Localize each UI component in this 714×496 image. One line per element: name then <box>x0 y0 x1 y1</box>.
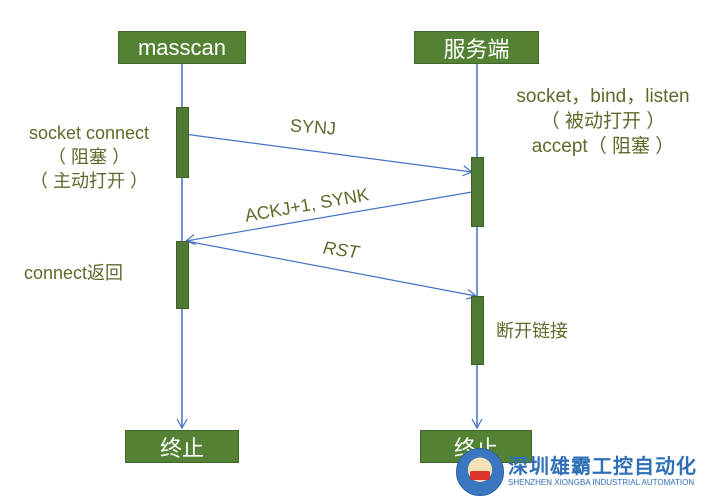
message-label-rst: RST <box>321 237 361 263</box>
client-activation-return <box>176 241 189 309</box>
server-activation-accept <box>471 157 484 227</box>
note-client-return: connect返回 <box>24 263 124 283</box>
message-arrow-syn <box>183 133 474 177</box>
participant-client: masscan <box>118 31 246 64</box>
note-client-connect: socket connect （ 阻塞 ） （ 主动打开 ） <box>6 121 172 193</box>
terminator-client: 终止 <box>125 430 239 463</box>
note-line: （ 阻塞 ） <box>47 147 130 167</box>
client-activation-connect <box>176 107 189 178</box>
participant-server: 服务端 <box>414 31 539 64</box>
note-line: （ 主动打开 ） <box>29 171 148 191</box>
note-server-listen: socket，bind，listen （ 被动打开 ） accept（ 阻塞 ） <box>500 84 706 159</box>
watermark-en: SHENZHEN XIONGBA INDUSTRIAL AUTOMATION <box>508 478 695 487</box>
participant-client-label: masscan <box>137 34 227 60</box>
server-activation-close <box>471 296 484 365</box>
message-label-syn: SYNJ <box>289 115 337 139</box>
watermark-cn: 深圳雄霸工控自动化 <box>508 456 697 478</box>
note-line: socket，bind，listen <box>516 86 690 107</box>
note-line: accept（ 阻塞 ） <box>531 136 675 157</box>
message-arrow-rst <box>185 240 478 300</box>
message-arrow-ack-syn <box>184 191 473 245</box>
note-line: socket connect <box>28 123 150 143</box>
note-server-close: 断开链接 <box>496 321 568 341</box>
participant-server-label: 服务端 <box>443 36 510 62</box>
mascot-icon <box>456 448 504 496</box>
watermark-logo: 深圳雄霸工控自动化 SHENZHEN XIONGBA INDUSTRIAL AU… <box>456 444 714 496</box>
terminator-client-label: 终止 <box>159 435 204 461</box>
note-line: （ 被动打开 ） <box>540 111 666 132</box>
